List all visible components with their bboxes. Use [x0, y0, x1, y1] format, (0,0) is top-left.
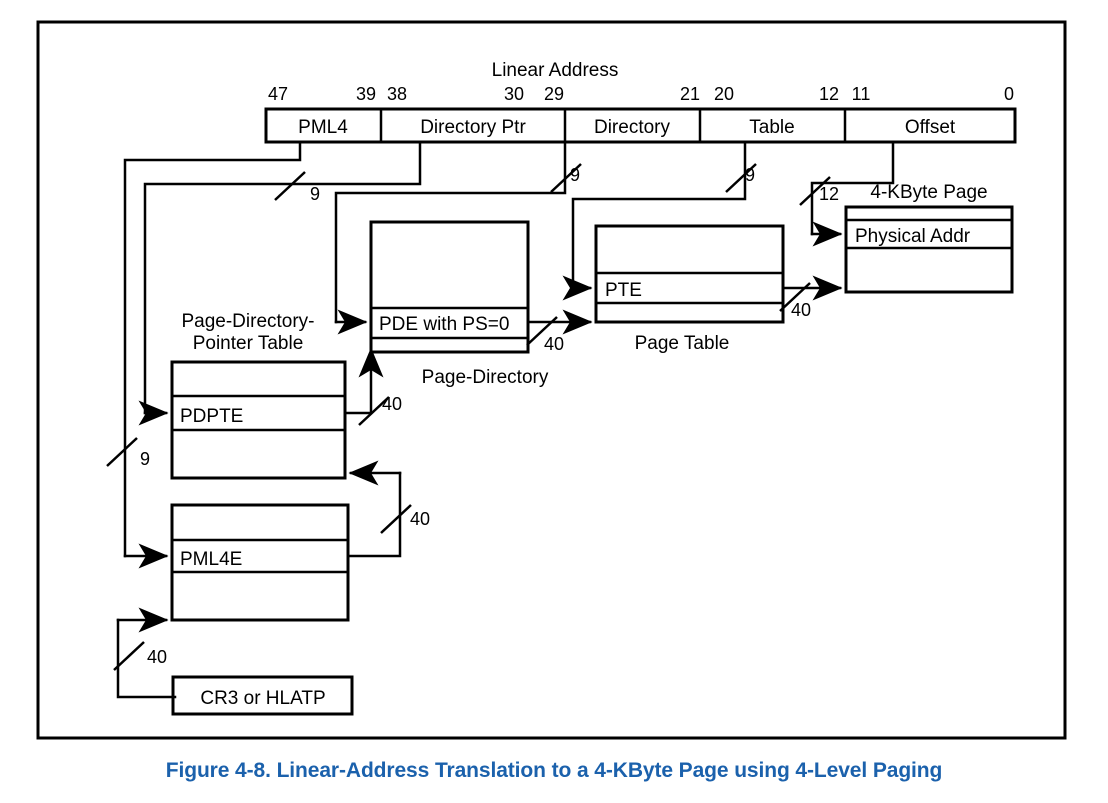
- entry-pdpte: PDPTE: [180, 406, 243, 427]
- pml4-table-box: [170, 503, 350, 622]
- four-kbyte-page-caption: 4-KByte Page: [870, 182, 987, 203]
- bit-label-12: 12: [819, 84, 839, 104]
- entry-pml4e: PML4E: [180, 549, 242, 570]
- figure-border: [36, 20, 1067, 740]
- bit-label-20: 20: [714, 84, 734, 104]
- figure-caption: Figure 4-8. Linear-Address Translation t…: [166, 759, 943, 782]
- bit-label-47: 47: [268, 84, 288, 104]
- pdpt-box: [170, 360, 347, 480]
- line-pml4e-to-pdpt: [346, 471, 402, 558]
- bit-label-30: 30: [504, 84, 524, 104]
- line-pdpte-to-pd: [343, 366, 373, 415]
- linear-address-title: Linear Address: [492, 60, 619, 81]
- page-directory-caption: Page-Directory: [422, 367, 549, 388]
- bit-label-0: 0: [1004, 84, 1014, 104]
- page-table-caption: Page Table: [635, 333, 730, 354]
- four-kbyte-page-box: [844, 205, 1014, 294]
- bus-width-slashes: [106, 163, 831, 671]
- connector-lines: [116, 140, 895, 699]
- line-cr3-to-pml4: [116, 618, 177, 699]
- bus-width-dirptr: 9: [140, 449, 150, 469]
- entry-physical-addr: Physical Addr: [855, 226, 971, 247]
- line-offset: [810, 140, 895, 236]
- line-dirptr-index: [143, 140, 422, 415]
- bus-width-pml4e: 40: [410, 509, 430, 529]
- line-directory-index: [334, 140, 567, 324]
- bus-width-directory: 9: [570, 165, 580, 185]
- field-label-pml4: PML4: [298, 117, 348, 138]
- bus-width-pml4: 9: [310, 184, 320, 204]
- line-pml4-index: [123, 140, 302, 558]
- page-table-box: [594, 224, 785, 324]
- field-label-directory-ptr: Directory Ptr: [420, 117, 526, 138]
- bus-width-cr3: 40: [147, 647, 167, 667]
- bit-label-38: 38: [387, 84, 407, 104]
- bit-label-39: 39: [356, 84, 376, 104]
- entry-pte: PTE: [605, 280, 642, 301]
- bit-label-11: 11: [852, 84, 871, 104]
- field-label-offset: Offset: [905, 117, 956, 138]
- bit-label-21: 21: [680, 84, 700, 104]
- line-table-index: [571, 140, 747, 290]
- pdpt-caption-line2: Pointer Table: [193, 333, 304, 354]
- bus-width-pdpte: 40: [382, 394, 402, 414]
- bus-width-pde: 40: [544, 334, 564, 354]
- page-directory-box: [369, 220, 530, 354]
- linear-address-bar: [264, 107, 1017, 144]
- field-label-directory: Directory: [594, 117, 671, 138]
- bus-width-table: 9: [745, 165, 755, 185]
- pdpt-caption-line1: Page-Directory-: [181, 311, 314, 332]
- entry-cr3: CR3 or HLATP: [200, 688, 325, 709]
- entry-pde: PDE with PS=0: [379, 314, 509, 335]
- bit-label-29: 29: [544, 84, 564, 104]
- cr3-box: [171, 675, 354, 716]
- field-label-table: Table: [749, 117, 794, 138]
- bus-width-offset: 12: [819, 184, 839, 204]
- bus-width-pte: 40: [791, 300, 811, 320]
